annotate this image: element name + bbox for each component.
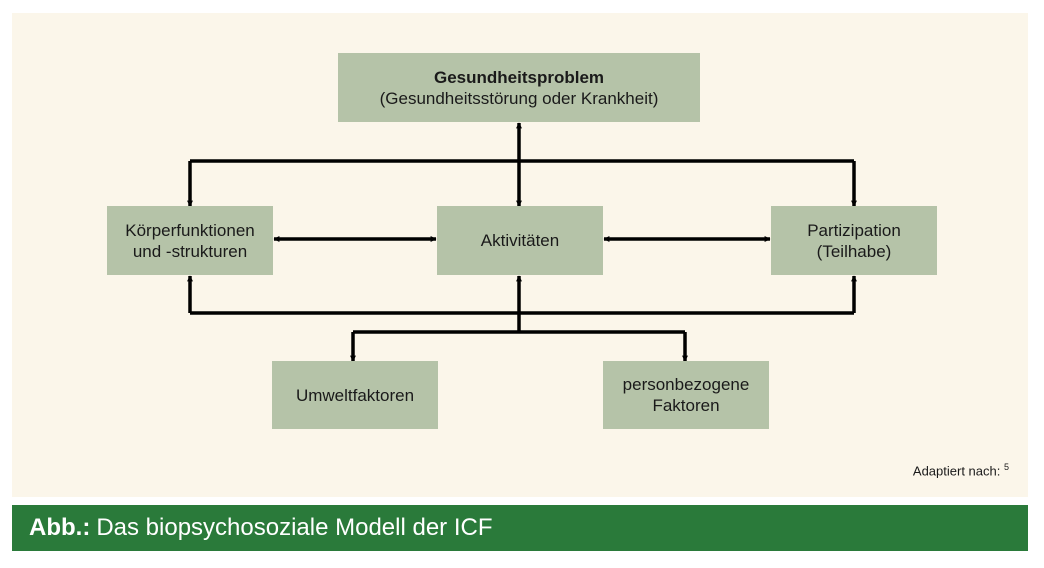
node-activities-line1: Aktivitäten	[480, 231, 560, 250]
node-participation-line2: (Teilhabe)	[816, 241, 892, 261]
caption-bar: Abb.: Das biopsychosoziale Modell der IC…	[12, 505, 1028, 551]
credit-ref: 5	[1003, 462, 1009, 472]
node-personal: personbezogene Faktoren	[603, 361, 769, 429]
node-health-title: Gesundheitsproblem	[433, 67, 605, 87]
caption-text: Das biopsychosoziale Modell der ICF	[96, 514, 493, 541]
node-participation-line1: Partizipation	[807, 220, 901, 240]
node-body-line1: Körperfunktionen	[125, 220, 255, 240]
caption-label: Abb.:	[29, 514, 91, 541]
node-personal-line2: Faktoren	[652, 396, 720, 415]
node-activities: Aktivitäten	[437, 206, 603, 275]
node-participation: Partizipation (Teilhabe)	[771, 206, 937, 275]
node-environment-line1: Umweltfaktoren	[295, 385, 415, 405]
source-credit: Adaptiert nach: 5	[913, 462, 1009, 478]
node-health-subtitle: (Gesundheitsstörung oder Krankheit)	[379, 88, 659, 108]
node-personal-line1: personbezogene	[622, 375, 750, 394]
node-body-line2: und -strukturen	[132, 241, 248, 261]
node-health-problem: Gesundheitsproblem (Gesundheitsstörung o…	[338, 53, 700, 122]
node-environment: Umweltfaktoren	[272, 361, 438, 429]
credit-text: Adaptiert nach:	[912, 463, 1001, 479]
node-body-functions: Körperfunktionen und -strukturen	[107, 206, 273, 275]
